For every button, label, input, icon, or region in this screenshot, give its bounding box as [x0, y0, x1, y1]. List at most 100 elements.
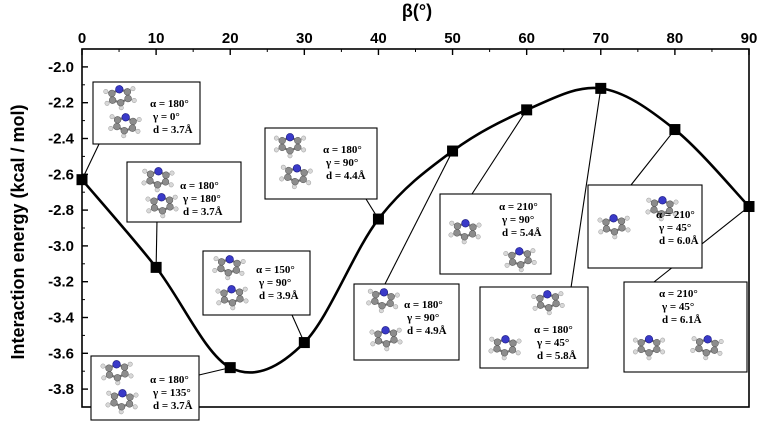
hydrogen-atom: [370, 341, 376, 347]
carbon-atom: [536, 294, 544, 303]
carbon-atom: [710, 346, 719, 354]
carbon-atom: [617, 217, 626, 225]
carbon-atom: [509, 339, 517, 347]
hydrogen-atom: [242, 286, 248, 292]
hydrogen-atom: [448, 232, 454, 238]
carbon-atom: [657, 210, 666, 218]
annotation-text: γ = 45°: [536, 337, 569, 349]
annotation-text: γ = 90°: [325, 157, 358, 169]
data-point: [595, 82, 607, 94]
carbon-atom: [389, 329, 398, 337]
annotation-text: α = 180°: [150, 374, 189, 386]
x-tick-label: 70: [592, 30, 609, 47]
annotation-text: α = 150°: [256, 264, 295, 276]
carbon-atom: [665, 207, 674, 215]
hydrogen-atom: [280, 164, 286, 170]
hydrogen-atom: [273, 147, 279, 153]
hydrogen-atom: [216, 300, 222, 306]
hydrogen-atom: [146, 208, 152, 214]
hydrogen-atom: [239, 270, 245, 276]
pyridine-molecule: [105, 389, 139, 415]
annotation-text: α = 210°: [656, 209, 695, 221]
carbon-atom: [524, 256, 532, 265]
carbon-atom: [220, 296, 229, 304]
nitrogen-atom: [461, 219, 470, 228]
hydrogen-atom: [624, 215, 630, 221]
carbon-atom: [610, 228, 619, 236]
carbon-atom: [220, 289, 228, 297]
hydrogen-atom: [172, 194, 178, 200]
carbon-atom: [294, 143, 302, 152]
pyridine-molecule: [145, 193, 179, 219]
x-tick-label: 0: [78, 30, 86, 47]
carbon-atom: [110, 392, 119, 400]
carbon-atom: [653, 338, 661, 347]
carbon-atom: [158, 207, 167, 215]
hydrogen-atom: [632, 349, 638, 355]
hydrogen-atom: [672, 211, 678, 217]
hydrogen-atom: [108, 125, 114, 131]
annotation-box: α = 180°γ = 90°d = 4.9Å: [353, 283, 460, 361]
hydrogen-atom: [559, 302, 565, 308]
carbon-atom: [517, 261, 525, 269]
annotation-text: α = 180°: [180, 180, 219, 192]
annotation-frame: [479, 286, 589, 369]
carbon-atom: [105, 364, 113, 372]
nitrogen-atom: [115, 85, 124, 94]
y-tick-label: -3.2: [48, 274, 74, 291]
hydrogen-atom: [504, 262, 510, 268]
carbon-atom: [146, 170, 155, 178]
carbon-atom: [637, 338, 645, 347]
hydrogen-atom: [105, 402, 111, 408]
annotation-text: d = 5.4Å: [502, 227, 542, 239]
leader-line: [81, 141, 101, 180]
y-tick-label: -3.6: [48, 345, 74, 362]
y-tick-label: -3.0: [48, 238, 74, 255]
hydrogen-atom: [597, 217, 603, 223]
hydrogen-atom: [279, 176, 285, 182]
pyridine-molecule: [645, 196, 679, 222]
nitrogen-atom: [157, 193, 166, 202]
hydrogen-atom: [673, 199, 679, 205]
hydrogen-atom: [132, 404, 138, 410]
pyridine-molecule: [212, 255, 246, 281]
hydrogen-atom: [109, 114, 115, 120]
carbon-atom: [126, 393, 134, 401]
carbon-atom: [469, 223, 477, 231]
hydrogen-atom: [531, 294, 537, 300]
hydrogen-atom: [130, 86, 136, 92]
carbon-atom: [278, 143, 286, 152]
annotation-text: α = 180°: [534, 324, 573, 336]
y-tick-label: -3.4: [48, 310, 75, 327]
carbon-atom: [121, 370, 129, 378]
nitrogen-atom: [112, 360, 121, 369]
hydrogen-atom: [168, 182, 174, 188]
hydrogen-atom: [488, 348, 494, 354]
carbon-atom: [161, 178, 170, 186]
leader-line: [155, 219, 158, 268]
hydrogen-atom: [215, 288, 221, 294]
x-axis-title: β(°): [402, 1, 432, 21]
hydrogen-atom: [173, 206, 179, 212]
annotation-text: d = 6.0Å: [659, 235, 699, 247]
hydrogen-atom: [515, 350, 521, 356]
carbon-atom: [645, 349, 653, 357]
carbon-atom: [235, 288, 244, 296]
data-point: [669, 124, 681, 136]
annotation-text: γ = 180°: [182, 193, 221, 205]
nitrogen-atom: [501, 335, 510, 344]
carbon-atom: [124, 94, 132, 103]
annotation-box: α = 180°γ = 0°d = 3.7Å: [92, 81, 201, 145]
annotation-text: α = 180°: [323, 144, 362, 156]
carbon-atom: [545, 304, 553, 312]
carbon-atom: [602, 218, 610, 226]
pyridine-molecule: [448, 219, 482, 245]
hydrogen-atom: [632, 337, 638, 343]
hydrogen-atom: [128, 373, 134, 379]
x-tick-label: 40: [370, 30, 387, 47]
carbon-atom: [125, 400, 134, 408]
hydrogen-atom: [503, 251, 509, 257]
hydrogen-atom: [136, 117, 142, 123]
hydrogen-atom: [393, 304, 399, 310]
pyridine-molecule: [503, 247, 537, 273]
